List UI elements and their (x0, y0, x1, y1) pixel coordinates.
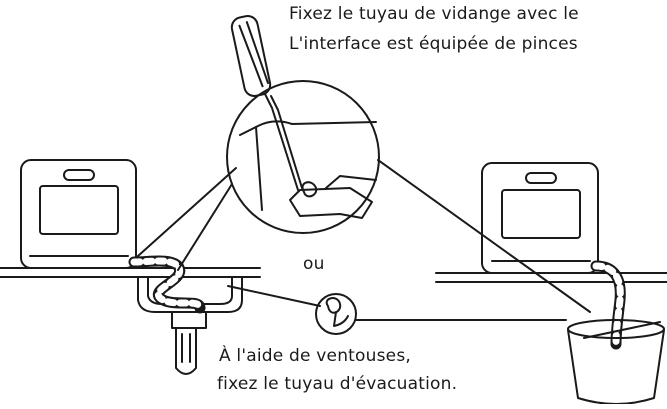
left-drain-hose (128, 255, 206, 314)
top-caption-line-2: L'interface est équipée de pinces (289, 34, 578, 54)
right-countertop (435, 272, 667, 283)
bottom-caption-line-1: À l'aide de ventouses, (219, 346, 411, 366)
magnifier-detail (226, 80, 380, 234)
left-dishwasher-icon (20, 159, 137, 269)
suction-cup-icon (315, 293, 357, 335)
screwdriver-icon (230, 15, 303, 191)
bottom-caption-line-2: fixez le tuyau d'évacuation. (217, 374, 458, 394)
right-dishwasher-icon (481, 162, 599, 274)
or-label: ou (303, 254, 325, 274)
left-countertop (0, 267, 261, 278)
callout-lines (137, 159, 591, 321)
top-caption-line-1: Fixez le tuyau de vidange avec le (289, 4, 579, 24)
